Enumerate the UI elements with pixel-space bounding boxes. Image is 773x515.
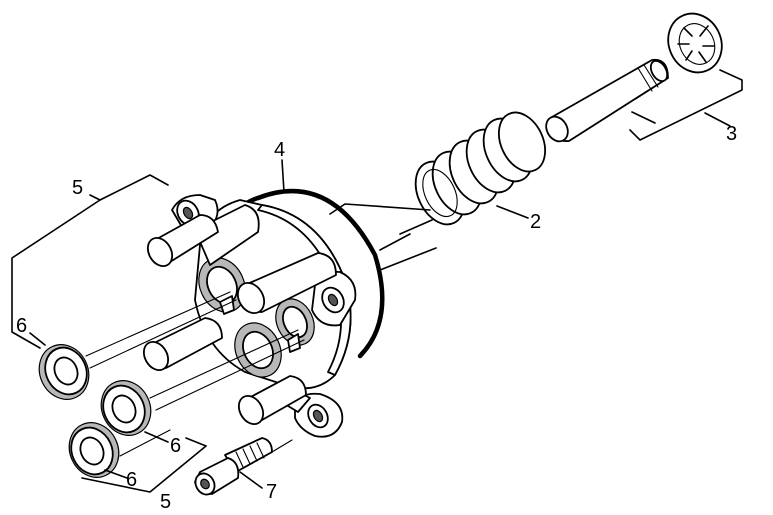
valve-cylinder-top [146, 214, 219, 268]
leader-5-top [11, 174, 169, 349]
part-6-seal-ring-a [38, 344, 90, 400]
seal-guide-lines [85, 291, 305, 459]
part-2-spring [414, 111, 547, 226]
valve-housing [171, 194, 357, 438]
part-3-piston [545, 58, 669, 143]
callout-2: 2 [530, 211, 541, 233]
leader-7 [239, 471, 263, 489]
leader-2 [329, 203, 529, 271]
leader-6 [29, 332, 169, 479]
callout-3: 3 [726, 123, 737, 145]
callout-7: 7 [266, 481, 277, 503]
callout-6-a: 6 [16, 315, 27, 337]
callout-5-bottom: 5 [160, 491, 171, 513]
leader-4 [281, 159, 285, 193]
part-7-screw [194, 437, 273, 496]
leader-5-bottom [81, 437, 207, 493]
callout-6-c: 6 [126, 469, 137, 491]
valve-cylinder-bottom [237, 375, 307, 426]
valve-cylinder-right [236, 252, 337, 314]
part-3-circlip [667, 12, 723, 74]
part-6-seal-ring-b [100, 380, 152, 436]
callout-6-b: 6 [170, 435, 181, 457]
callout-5-top: 5 [72, 177, 83, 199]
callout-4: 4 [274, 139, 285, 161]
valve-cylinder-middle [142, 317, 223, 372]
leader-3 [629, 69, 743, 141]
part-6-seal-ring-c [68, 422, 120, 478]
